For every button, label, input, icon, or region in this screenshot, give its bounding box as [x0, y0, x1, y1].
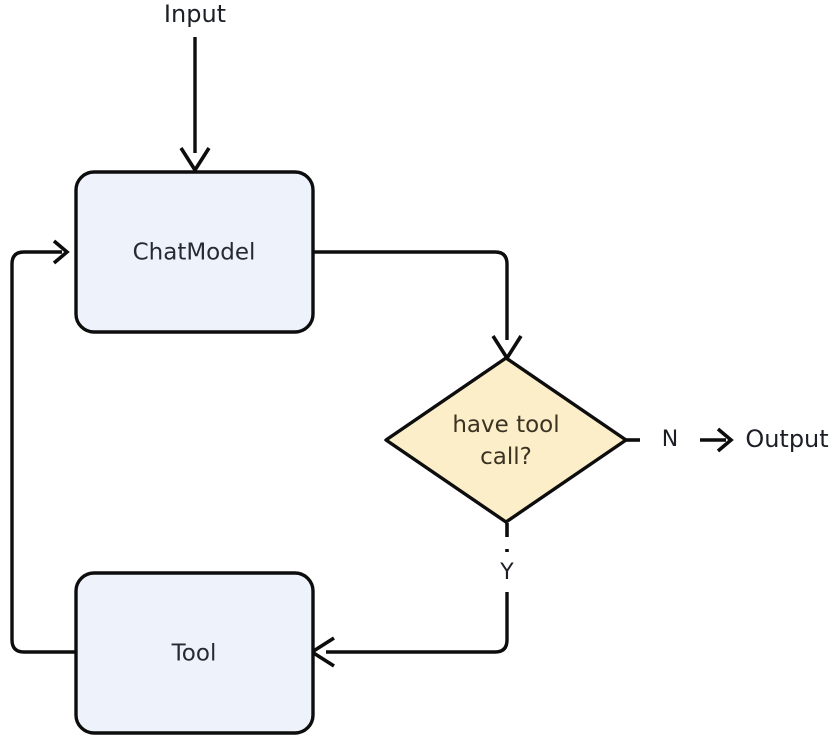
- decision-label-line2: call?: [480, 444, 532, 470]
- chatmodel-box[interactable]: [74, 170, 315, 334]
- node-decision-have-tool-call[interactable]: have tool call?: [384, 356, 628, 524]
- arrowhead-into-chatmodel-top: [179, 147, 211, 174]
- edge-decision-no-to-output: [626, 427, 734, 453]
- edge-chatmodel-to-decision: [313, 250, 523, 362]
- edge-line-chatmodel-decision: [313, 250, 509, 340]
- edge-line-tool-chatmodel-loop: [10, 250, 76, 654]
- decision-diamond[interactable]: [384, 356, 628, 524]
- tool-box[interactable]: [74, 571, 315, 735]
- edge-label-no: N: [662, 427, 678, 452]
- node-tool[interactable]: Tool: [74, 571, 315, 735]
- edge-decision-yes-to-tool: [308, 523, 509, 668]
- edge-input-to-chatmodel: [179, 37, 211, 174]
- arrowhead-into-output: [716, 427, 734, 453]
- chatmodel-label: ChatModel: [133, 240, 256, 266]
- edge-line-y-tool: [326, 592, 509, 654]
- node-chatmodel[interactable]: ChatModel: [74, 170, 315, 334]
- input-label: Input: [164, 0, 226, 28]
- edge-tool-to-chatmodel: [10, 239, 76, 654]
- decision-label-line1: have tool: [452, 412, 559, 438]
- edge-label-yes: Y: [499, 560, 514, 585]
- output-label: Output: [745, 425, 828, 453]
- arrowhead-into-chatmodel-left: [52, 239, 70, 265]
- tool-label: Tool: [171, 641, 217, 667]
